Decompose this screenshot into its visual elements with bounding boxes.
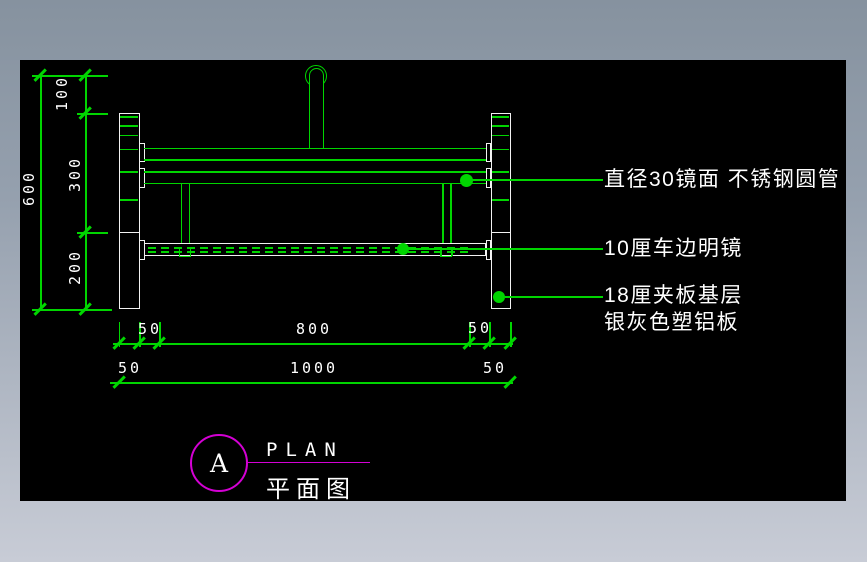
right-post-hatch (492, 134, 509, 136)
dim-text-50-row1-left: 50 (137, 320, 163, 338)
dim-line-600 (40, 75, 42, 309)
mirror-hidden-edge (148, 251, 473, 254)
leader-line-mirror (408, 248, 603, 250)
dim-extension-top (32, 75, 108, 77)
leader-dot-base (493, 291, 505, 303)
left-post-hatch (120, 199, 138, 201)
dim-text-100: 100 (53, 74, 71, 112)
dim-text-800: 800 (295, 320, 333, 338)
dim-text-600: 600 (20, 169, 38, 207)
label-mirror: 10厘车边明镜 (604, 237, 743, 260)
dim-line-row1 (113, 343, 513, 345)
right-post-hatch (492, 125, 509, 127)
right-post-hatch (492, 148, 509, 150)
leg-foot (440, 248, 442, 256)
right-post-hatch (492, 199, 509, 201)
left-post-hatch (120, 116, 138, 118)
tube-lower-bottom-line (144, 182, 486, 185)
support-leg (450, 182, 452, 244)
dim-text-300: 300 (66, 155, 84, 193)
leg-foot (178, 255, 191, 257)
leg-foot (440, 255, 453, 257)
title-underline (248, 461, 370, 464)
label-tube: 直径30镜面 不锈钢圆管 (604, 168, 841, 191)
drawing-canvas: 600 100 300 200 (20, 60, 846, 503)
leader-dot-mirror (396, 243, 409, 255)
dim-extension-bottom (32, 309, 112, 311)
title-text-en: PLAN (266, 439, 344, 461)
leg-foot (451, 248, 453, 256)
right-post-hatch (492, 171, 509, 173)
leader-line-base (505, 296, 603, 298)
dim-extension (139, 322, 141, 347)
dim-extension (489, 322, 491, 347)
support-leg (442, 182, 444, 244)
tube-socket (139, 142, 145, 163)
dim-text-1000: 1000 (289, 359, 339, 377)
mirror-hidden-edge (148, 247, 473, 249)
left-post-hatch (120, 171, 138, 173)
tube-lower-top-line (144, 171, 486, 173)
dim-extension-mid2 (77, 232, 108, 234)
left-post-hatch (120, 125, 138, 127)
right-post-step-line (490, 232, 511, 234)
dim-text-200: 200 (66, 248, 84, 286)
support-leg (180, 182, 183, 244)
dim-extension (118, 322, 120, 347)
support-leg (188, 182, 191, 244)
left-post-hatch (120, 148, 138, 150)
dim-extension (159, 322, 161, 347)
dim-line-100-300-200 (85, 75, 87, 309)
dim-text-50-row2-right: 50 (482, 359, 508, 377)
tube-socket (485, 168, 492, 188)
section-bubble: A (190, 434, 248, 492)
title-text-zh: 平面图 (266, 476, 356, 503)
left-post (118, 113, 140, 309)
leg-foot (178, 248, 181, 256)
label-base-line1: 18厘夹板基层 (604, 284, 743, 307)
right-post (490, 113, 511, 309)
left-post-hatch (120, 134, 138, 136)
dim-line-row2 (110, 382, 513, 384)
label-base-line2: 银灰色塑铝板 (604, 311, 739, 334)
right-post-hatch (492, 116, 509, 118)
left-post-step-line (118, 232, 140, 234)
tube-upper-bottom-line (144, 159, 486, 161)
dim-extension (510, 322, 512, 347)
tube-socket (485, 142, 492, 163)
dim-extension (469, 322, 471, 347)
section-bubble-letter: A (209, 448, 229, 478)
leader-line-tube (472, 179, 603, 181)
hook-stem (309, 75, 324, 148)
dim-text-50-row2-left: 50 (117, 359, 143, 377)
leader-dot-tube (460, 173, 473, 187)
tube-socket (139, 168, 145, 188)
dim-extension-mid1 (77, 113, 108, 115)
leg-foot (189, 248, 191, 256)
dim-text-50-row1-right: 50 (467, 319, 493, 337)
tube-upper-top-line (144, 147, 486, 150)
